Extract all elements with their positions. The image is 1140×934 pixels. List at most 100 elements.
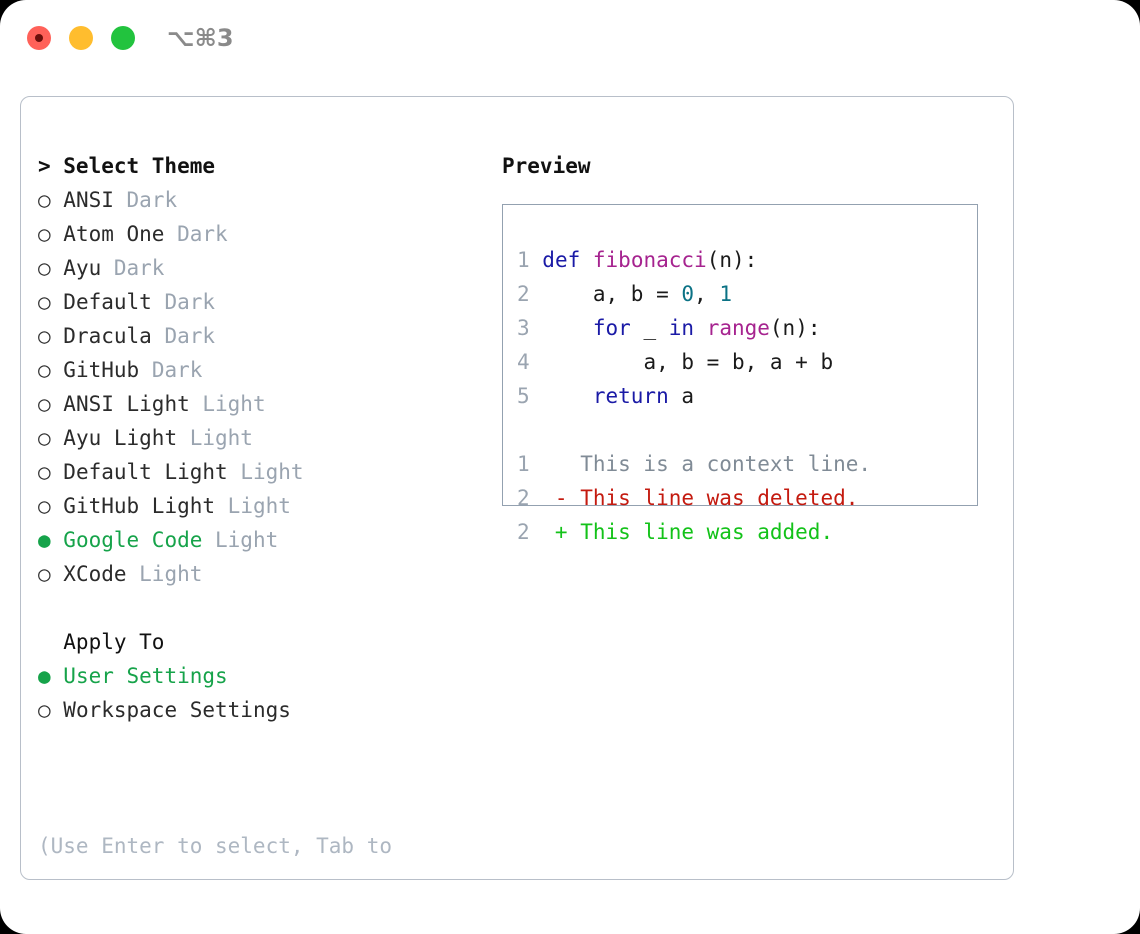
theme-option-ayu[interactable]: ○ Ayu Dark bbox=[38, 251, 498, 285]
code-token-num: 1 bbox=[719, 282, 732, 306]
theme-option-google-code[interactable]: ● Google Code Light bbox=[38, 523, 498, 557]
line-number: 1 bbox=[517, 452, 530, 476]
code-token-punct: (n): bbox=[706, 248, 758, 272]
theme-option-name: ANSI Light bbox=[63, 392, 203, 416]
theme-option-variant: Light bbox=[202, 392, 266, 416]
theme-option-variant: Dark bbox=[177, 222, 228, 246]
diff-text: This line was added. bbox=[567, 520, 834, 544]
code-indent bbox=[530, 350, 644, 374]
theme-option-variant: Light bbox=[189, 426, 253, 450]
theme-option-name: GitHub bbox=[63, 358, 152, 382]
theme-option-list: ○ ANSI Dark○ Atom One Dark○ Ayu Dark○ De… bbox=[38, 183, 498, 591]
select-theme-header: > Select Theme bbox=[38, 154, 216, 178]
code-token-plain: a, b = b, a + b bbox=[643, 350, 834, 374]
code-token-plain: a, b = bbox=[592, 282, 682, 306]
code-token-kw: def bbox=[542, 248, 581, 272]
line-number: 2 bbox=[517, 486, 530, 510]
code-line: 3 for _ in range(n): bbox=[517, 311, 871, 345]
code-token-plain bbox=[580, 248, 593, 272]
code-token-punct: (n): bbox=[769, 316, 821, 340]
theme-option-variant: Dark bbox=[113, 256, 165, 280]
radio-unselected-icon: ○ bbox=[38, 324, 64, 348]
theme-option-variant: Light bbox=[227, 494, 291, 518]
theme-option-default[interactable]: ○ Default Dark bbox=[38, 285, 498, 319]
theme-option-xcode[interactable]: ○ XCode Light bbox=[38, 557, 498, 591]
theme-option-name: Ayu Light bbox=[63, 426, 190, 450]
diff-sign: + bbox=[529, 520, 568, 544]
radio-unselected-icon: ○ bbox=[38, 392, 64, 416]
diff-line-added: 2 + This line was added. bbox=[517, 515, 871, 549]
code-token-plain: , bbox=[694, 282, 720, 306]
code-line: 2 a, b = 0, 1 bbox=[517, 277, 871, 311]
code-indent bbox=[530, 316, 593, 340]
code-token-kw: in bbox=[668, 316, 695, 340]
spacer-2 bbox=[38, 727, 498, 761]
theme-option-variant: Light bbox=[240, 460, 304, 484]
code-token-num: 0 bbox=[681, 282, 695, 306]
diff-text: This is a context line. bbox=[567, 452, 872, 476]
code-token-plain: a bbox=[668, 384, 695, 408]
diff-sign bbox=[530, 452, 568, 476]
theme-option-variant: Dark bbox=[151, 358, 203, 382]
radio-unselected-icon: ○ bbox=[38, 358, 64, 382]
code-token-plain bbox=[694, 316, 707, 340]
spacer bbox=[38, 591, 498, 625]
radio-unselected-icon: ○ bbox=[38, 426, 64, 450]
line-number: 2 bbox=[517, 282, 530, 306]
title-bar: ⌥⌘3 bbox=[0, 0, 1140, 78]
radio-selected-icon: ● bbox=[38, 664, 64, 688]
close-button[interactable] bbox=[27, 26, 51, 50]
theme-option-name: Default Light bbox=[63, 460, 241, 484]
radio-unselected-icon: ○ bbox=[38, 562, 64, 586]
theme-option-variant: Dark bbox=[126, 188, 178, 212]
keyboard-shortcut-label: ⌥⌘3 bbox=[167, 24, 234, 52]
code-line: 5 return a bbox=[517, 379, 871, 413]
radio-unselected-icon: ○ bbox=[38, 460, 64, 484]
radio-unselected-icon: ○ bbox=[38, 698, 64, 722]
line-number: 5 bbox=[517, 384, 530, 408]
main-panel: > Select Theme ○ ANSI Dark○ Atom One Dar… bbox=[20, 96, 1014, 880]
code-indent bbox=[530, 282, 593, 306]
theme-option-ayu-light[interactable]: ○ Ayu Light Light bbox=[38, 421, 498, 455]
theme-option-ansi[interactable]: ○ ANSI Dark bbox=[38, 183, 498, 217]
line-number: 1 bbox=[517, 248, 530, 272]
theme-option-name: Dracula bbox=[63, 324, 165, 348]
code-indent bbox=[530, 384, 593, 408]
diff-line-context: 1 This is a context line. bbox=[517, 447, 871, 481]
diff-sign: - bbox=[529, 486, 568, 510]
theme-option-atom-one[interactable]: ○ Atom One Dark bbox=[38, 217, 498, 251]
preview-title: Preview bbox=[502, 154, 591, 178]
maximize-button[interactable] bbox=[111, 26, 135, 50]
apply-to-option-workspace-settings[interactable]: ○ Workspace Settings bbox=[38, 693, 498, 727]
theme-option-dracula[interactable]: ○ Dracula Dark bbox=[38, 319, 498, 353]
theme-option-github-light[interactable]: ○ GitHub Light Light bbox=[38, 489, 498, 523]
theme-option-name: ANSI bbox=[63, 188, 127, 212]
code-line: 4 a, b = b, a + b bbox=[517, 345, 871, 379]
preview-column: Preview 1 def fibonacci(n):2 a, b = 0, 1… bbox=[502, 149, 982, 544]
code-line: 1 def fibonacci(n): bbox=[517, 243, 871, 277]
minimize-button[interactable] bbox=[69, 26, 93, 50]
theme-option-default-light[interactable]: ○ Default Light Light bbox=[38, 455, 498, 489]
theme-option-variant: Light bbox=[215, 528, 279, 552]
theme-picker-column: > Select Theme ○ ANSI Dark○ Atom One Dar… bbox=[38, 149, 498, 934]
apply-to-option-name: Workspace Settings bbox=[63, 698, 291, 722]
radio-selected-icon: ● bbox=[38, 528, 64, 552]
theme-option-ansi-light[interactable]: ○ ANSI Light Light bbox=[38, 387, 498, 421]
line-number: 2 bbox=[517, 520, 530, 544]
theme-option-name: Ayu bbox=[63, 256, 114, 280]
theme-option-name: GitHub Light bbox=[63, 494, 228, 518]
code-diff-spacer bbox=[517, 413, 871, 447]
radio-unselected-icon: ○ bbox=[38, 188, 64, 212]
apply-to-option-user-settings[interactable]: ● User Settings bbox=[38, 659, 498, 693]
code-token-kw: return bbox=[592, 384, 669, 408]
line-number: 4 bbox=[517, 350, 530, 374]
line-number: 3 bbox=[517, 316, 530, 340]
theme-option-variant: Dark bbox=[164, 290, 216, 314]
apply-to-option-name: User Settings bbox=[63, 664, 228, 688]
theme-option-github[interactable]: ○ GitHub Dark bbox=[38, 353, 498, 387]
apply-to-option-list: ● User Settings○ Workspace Settings bbox=[38, 659, 498, 727]
radio-unselected-icon: ○ bbox=[38, 256, 64, 280]
